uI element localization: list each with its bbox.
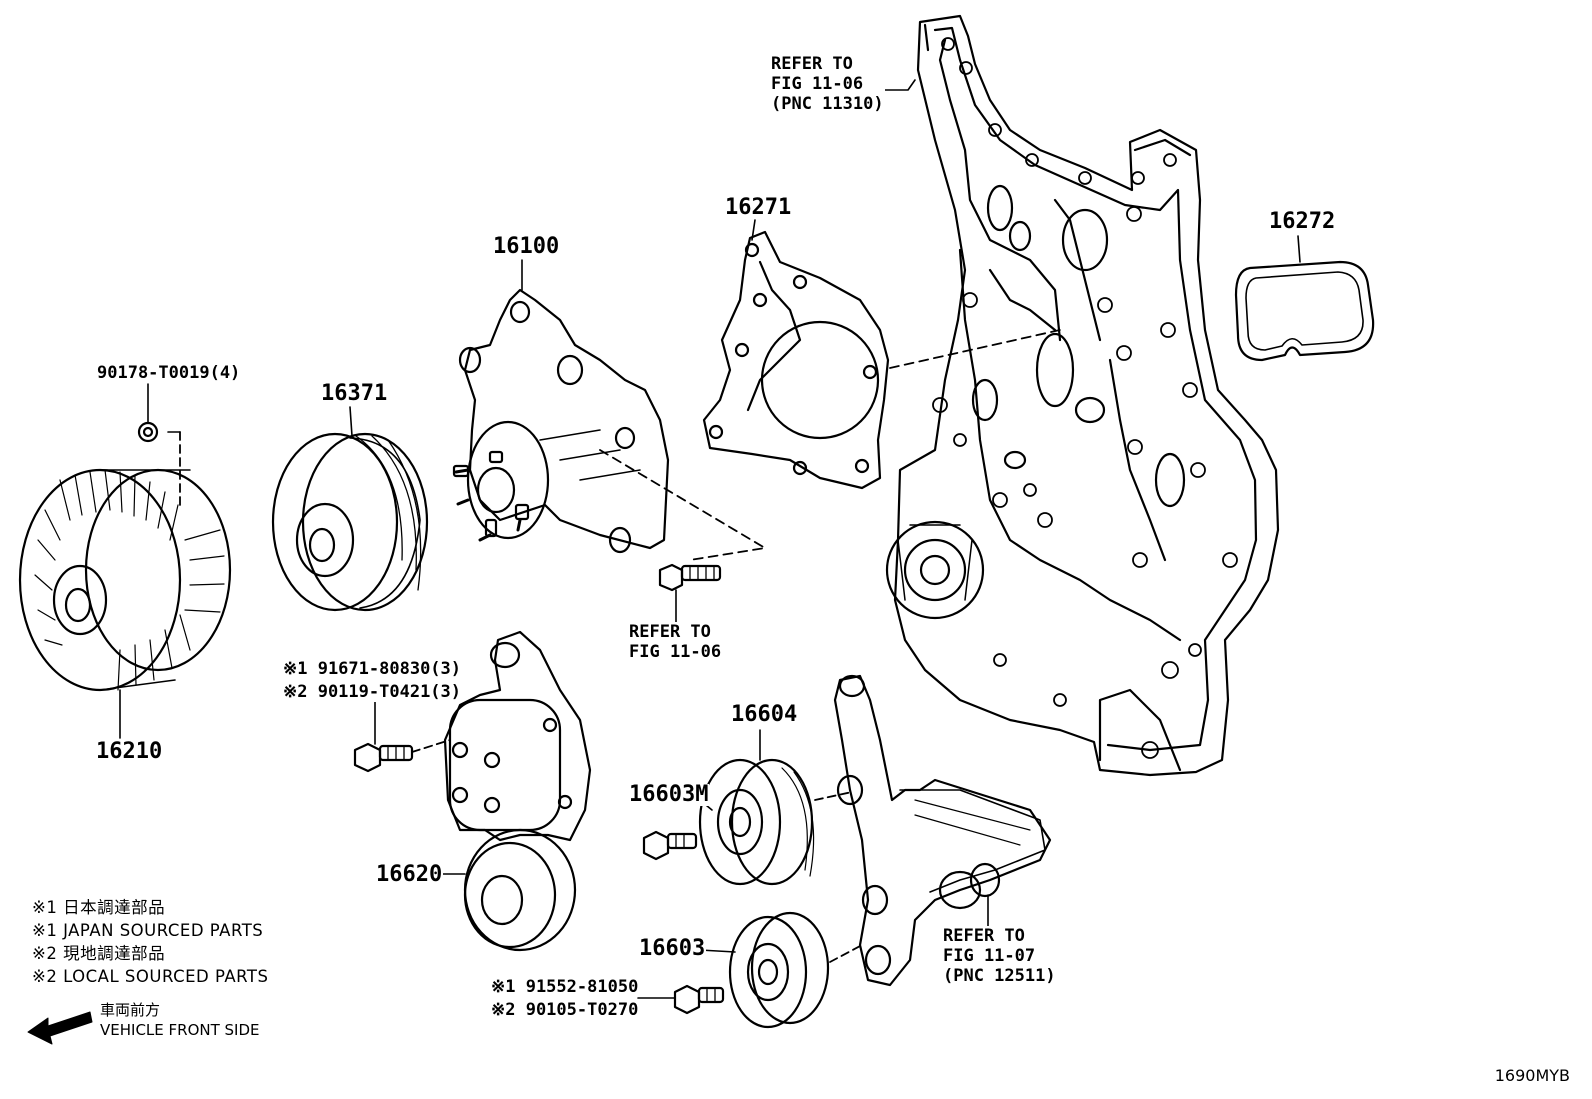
vehicle-front-jp: 車両前方 bbox=[100, 1001, 161, 1019]
part-label-16271[interactable]: 16271 bbox=[724, 195, 793, 220]
reference-top-line2: FIG 11-06 bbox=[771, 74, 864, 94]
part-label-16603M[interactable]: 16603M bbox=[628, 782, 710, 807]
part-label-bolt2-japan[interactable]: ※1 91552-81050 bbox=[490, 977, 640, 997]
part-label-16210[interactable]: 16210 bbox=[95, 739, 164, 764]
reference-bottom-line2: FIG 11-07 bbox=[943, 946, 1036, 966]
reference-middle-line1: REFER TO bbox=[629, 622, 711, 642]
vehicle-front-note: 車両前方 VEHICLE FRONT SIDE bbox=[100, 1000, 260, 1040]
idler-pulley-16604-drawing bbox=[698, 758, 853, 886]
bolt-16603-drawing bbox=[673, 984, 725, 1015]
reference-bottom-line1: REFER TO bbox=[943, 926, 1025, 946]
reference-bottom-line3: (PNC 12511) bbox=[943, 966, 1056, 986]
figure-code: 1690MYB bbox=[1494, 1066, 1570, 1085]
legend-line: ※2 現地調達部品 bbox=[32, 944, 166, 963]
part-label-16603[interactable]: 16603 bbox=[638, 936, 707, 961]
reference-bottom[interactable]: REFER TO FIG 11-07 (PNC 12511) bbox=[942, 926, 1057, 986]
pulley-16371-drawing bbox=[271, 432, 429, 612]
part-label-16272[interactable]: 16272 bbox=[1268, 209, 1337, 234]
part-label-nut[interactable]: 90178-T0019(4) bbox=[96, 363, 242, 383]
legend-line: ※1 日本調達部品 bbox=[32, 898, 166, 917]
gasket-16271-drawing bbox=[702, 230, 890, 490]
fan-clutch-16210-drawing bbox=[18, 421, 232, 692]
reference-top-line3: (PNC 11310) bbox=[771, 94, 884, 114]
vehicle-front-en: VEHICLE FRONT SIDE bbox=[100, 1021, 260, 1039]
part-label-bolt-japan[interactable]: ※1 91671-80830(3) bbox=[282, 659, 463, 679]
part-label-bolt-local[interactable]: ※2 90119-T0421(3) bbox=[282, 682, 463, 702]
water-pump-16100-drawing bbox=[452, 288, 670, 554]
idler-bracket-drawing bbox=[833, 674, 1052, 987]
part-label-bolt2-local[interactable]: ※2 90105-T0270 bbox=[490, 1000, 640, 1020]
bolt-16100-drawing bbox=[658, 563, 722, 623]
bolt-16603M-drawing bbox=[642, 830, 698, 861]
part-label-16100[interactable]: 16100 bbox=[492, 234, 561, 259]
reference-middle-line2: FIG 11-06 bbox=[629, 642, 722, 662]
front-arrow-icon bbox=[27, 1011, 93, 1045]
tensioner-16620-drawing bbox=[443, 630, 592, 952]
legend-line: ※1 JAPAN SOURCED PARTS bbox=[32, 921, 264, 940]
idler-pulley-16603-drawing bbox=[728, 911, 863, 1029]
part-label-16371[interactable]: 16371 bbox=[320, 381, 389, 406]
legend: ※1 日本調達部品 ※1 JAPAN SOURCED PARTS ※2 現地調達… bbox=[32, 896, 268, 988]
part-label-16620[interactable]: 16620 bbox=[375, 862, 444, 887]
gasket-16272-drawing bbox=[1234, 260, 1375, 362]
bolt-tensioner-drawing bbox=[353, 699, 451, 773]
reference-top[interactable]: REFER TO FIG 11-06 (PNC 11310) bbox=[770, 54, 885, 114]
reference-top-line1: REFER TO bbox=[771, 54, 853, 74]
reference-middle[interactable]: REFER TO FIG 11-06 bbox=[628, 622, 723, 662]
timing-cover-drawing bbox=[885, 14, 1280, 777]
legend-line: ※2 LOCAL SOURCED PARTS bbox=[32, 967, 269, 986]
part-label-16604[interactable]: 16604 bbox=[730, 702, 799, 727]
